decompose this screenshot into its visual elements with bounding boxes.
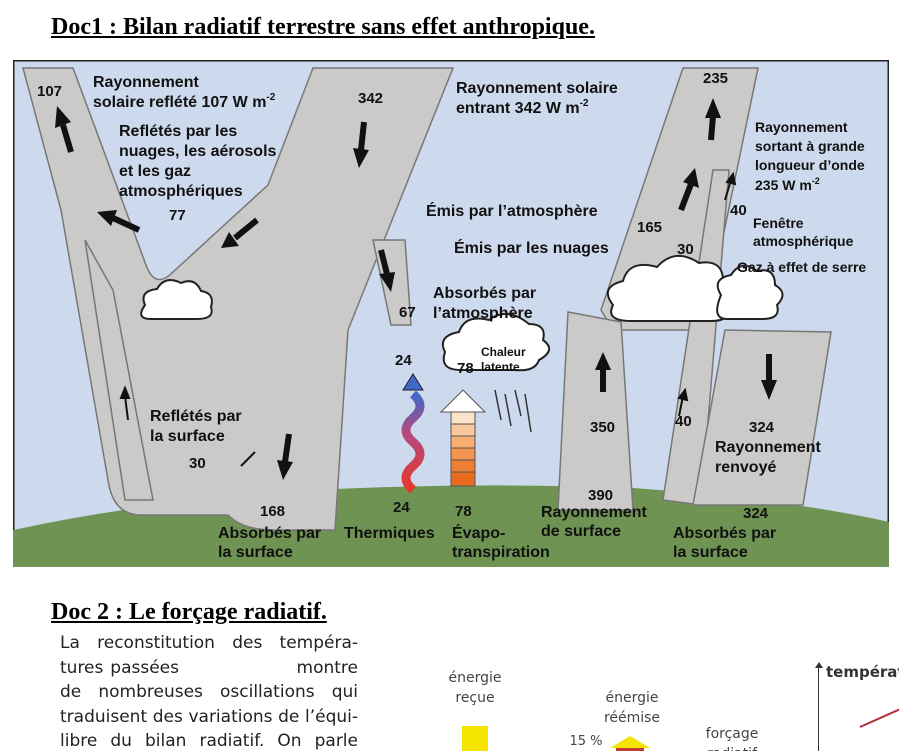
surface-reflected-band xyxy=(84,239,154,501)
label-surface-rad-1: Rayonnement xyxy=(541,504,647,521)
paragraph-line: La reconstitution des tempéra- xyxy=(60,633,358,653)
cropped-side-text xyxy=(894,60,899,500)
label-latent-1: Chaleur xyxy=(481,345,526,359)
paragraph-line: libre du bilan radiatif. On parle xyxy=(60,731,358,751)
label-absorbed-atm-2: l’atmosphère xyxy=(433,305,533,322)
label-342: 342 xyxy=(358,90,383,107)
label-back-2: renvoyé xyxy=(715,459,776,476)
label-emitted-clouds: Émis par les nuages xyxy=(454,238,609,257)
label-reflected-solar-2: solaire reflété 107 W m-2 xyxy=(93,92,276,111)
label-outgoing-4: 235 W m-2 xyxy=(755,176,820,193)
paragraph-line: traduisent des variations de l’équi- xyxy=(60,706,358,727)
label-clouds-3: et les gaz xyxy=(119,163,191,180)
label-78-top: 78 xyxy=(457,360,474,377)
label-350: 350 xyxy=(590,419,615,436)
label-ghg: Gaz à effet de serre xyxy=(737,259,866,275)
temperature-label: températ xyxy=(826,663,899,681)
label-235: 235 xyxy=(703,70,728,87)
label-107: 107 xyxy=(37,83,62,100)
paragraph-line: de nombreuses oscillations qui xyxy=(60,682,358,702)
back-radiation-band xyxy=(692,329,832,506)
radiative-budget-diagram: 107 Rayonnement solaire reflété 107 W m-… xyxy=(13,60,889,567)
label-abs-surface-2: la surface xyxy=(218,544,293,561)
label-outgoing-2: sortant à grande xyxy=(755,138,865,154)
label-40-window: 40 xyxy=(730,202,747,219)
label-abs-surface-4: la surface xyxy=(673,544,748,561)
latent-heat-cloud xyxy=(441,313,550,372)
label-78-bottom: 78 xyxy=(455,503,472,520)
reemitted-arrow xyxy=(610,736,650,748)
label-77: 77 xyxy=(169,207,186,224)
cloud-left xyxy=(140,279,213,320)
doc2-title: Doc 2 : Le forçage radiatif. xyxy=(51,599,327,625)
temperature-axis-arrow xyxy=(815,662,823,668)
label-latent-2: latente xyxy=(481,360,520,374)
label-40-surface: 40 xyxy=(675,413,692,430)
label-clouds-4: atmosphériques xyxy=(119,183,243,200)
label-evapo-1: Évapo- xyxy=(452,523,505,542)
evapotranspiration-arrow xyxy=(439,389,487,487)
label-390: 390 xyxy=(588,487,613,504)
temperature-curve xyxy=(859,701,899,728)
label-absorbed-atm-1: Absorbés par xyxy=(433,285,536,302)
thermals-arrow-head xyxy=(402,373,424,391)
label-surface-reflect-1: Reflétés par xyxy=(150,408,242,425)
label-324-top: 324 xyxy=(749,419,775,436)
label-clouds-1: Reflétés par les xyxy=(119,123,237,140)
label-outgoing-3: longueur d’onde xyxy=(755,157,865,173)
label-168: 168 xyxy=(260,503,285,520)
reemitted-bar xyxy=(616,748,644,751)
label-evapo-2: transpiration xyxy=(452,544,550,561)
label-window-2: atmosphérique xyxy=(753,233,854,249)
temperature-axis xyxy=(818,666,819,751)
label-back-1: Rayonnement xyxy=(715,439,821,456)
cloud-right-1 xyxy=(606,255,735,322)
thermals-wave-arrow xyxy=(401,390,425,494)
doc2-paragraph: La reconstitution des tempéra- tures pas… xyxy=(60,631,358,754)
label-abs-surface-1: Absorbés par xyxy=(218,525,321,542)
cloud-right-2 xyxy=(716,264,784,320)
label-324-bottom: 324 xyxy=(743,505,769,522)
label-emitted-atmosphere: Émis par l’atmosphère xyxy=(426,201,598,220)
paragraph-line: tures passées montre xyxy=(60,657,358,678)
label-thermals: Thermiques xyxy=(344,525,435,542)
label-surface-rad-2: de surface xyxy=(541,523,621,540)
label-abs-surface-3: Absorbés par xyxy=(673,525,776,542)
label-clouds-2: nuages, les aérosols xyxy=(119,143,277,160)
label-incoming-2: entrant 342 W m-2 xyxy=(456,98,589,117)
percent-label: 15 % xyxy=(569,734,603,749)
label-67: 67 xyxy=(399,304,416,321)
label-165: 165 xyxy=(637,219,662,236)
doc1-title: Doc1 : Bilan radiatif terrestre sans eff… xyxy=(51,14,595,40)
label-surface-reflect-2: la surface xyxy=(150,428,225,445)
label-24-bottom: 24 xyxy=(393,499,410,516)
label-24-top: 24 xyxy=(395,352,412,369)
label-30-clouds: 30 xyxy=(677,241,694,258)
label-incoming-1: Rayonnement solaire xyxy=(456,80,618,97)
label-reflected-solar-1: Rayonnement xyxy=(93,74,199,91)
surface-radiation-band xyxy=(557,311,634,511)
label-window-1: Fenêtre xyxy=(753,215,804,231)
label-outgoing-1: Rayonnement xyxy=(755,119,848,135)
energy-received-bar xyxy=(462,726,488,751)
label-30-surface: 30 xyxy=(189,455,206,472)
